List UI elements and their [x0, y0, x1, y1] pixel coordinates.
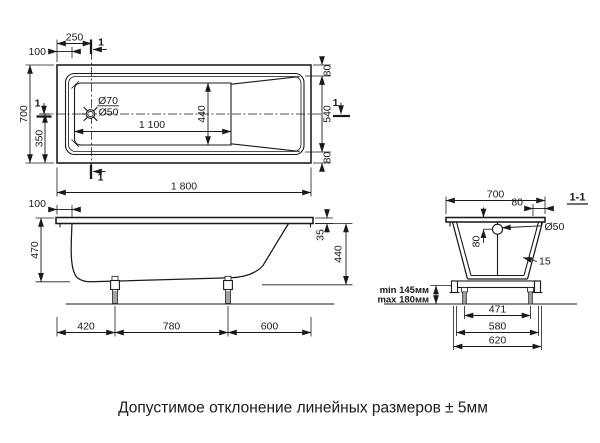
corner-chamfer-tick [71, 139, 80, 148]
dim-frame-outer-label: 620 [489, 335, 507, 347]
section-drain-circle [491, 223, 504, 235]
drain-hole-circle [87, 110, 94, 118]
dim-half-width: 350 [34, 113, 51, 164]
side-view: 100 470 35 440 [28, 198, 353, 337]
dim-overall-height-label: 470 [29, 241, 41, 259]
dim-floor-length-label: 1 100 [139, 119, 165, 131]
section-title: 1-1 [567, 192, 588, 205]
dim-overall-width-label: 700 [18, 105, 30, 123]
dim-leg1-offset-label: 420 [77, 321, 95, 333]
section-marker-label: 1 [98, 172, 104, 184]
tolerance-caption: Допустимое отклонение линейных размеров … [118, 400, 488, 417]
dim-leg2-to-end-label: 600 [261, 321, 279, 333]
support-frame [449, 280, 543, 294]
dim-half-width-label: 350 [34, 130, 46, 148]
section-view: 700 1-1 80 [377, 189, 588, 350]
leg-height-max-label: max 180мм [377, 295, 429, 306]
dim-leg-positions: 420 780 600 [56, 306, 312, 337]
section-marker-label: 1 [35, 98, 41, 110]
rim-bar [55, 216, 314, 225]
tub-leg [110, 275, 120, 304]
dim-rim-width-top-label: 100 [28, 46, 46, 58]
dim-wall-thickness: 15 [522, 256, 551, 268]
dim-right-column: 80 540 80 [305, 56, 334, 172]
dim-rim-thickness: 35 [315, 209, 333, 241]
leg-height-min-label: min 145мм [380, 285, 429, 296]
dim-inner-depth-label: 440 [333, 245, 345, 263]
dim-section-width-label: 700 [487, 189, 505, 201]
drain-hole-label: Ø50 [99, 107, 119, 119]
section-marker-right: 1 [333, 97, 350, 118]
dim-section-rim-width-label: 80 [511, 197, 523, 209]
dim-drain-offset: 250 [56, 32, 92, 62]
dim-overall-height: 470 [29, 217, 70, 283]
dim-leg-height-range: min 145мм max 180мм [377, 285, 451, 306]
corner-chamfer-tick [71, 80, 80, 89]
dim-opening-width-label: 540 [322, 105, 334, 123]
section-marker-label: 1 [333, 97, 339, 109]
dim-leg-spacing-label: 780 [163, 321, 181, 333]
section-marker-label: 1 [98, 37, 104, 49]
dim-wall-thickness-label: 15 [539, 256, 551, 268]
dim-frame-inner-label: 471 [489, 304, 507, 316]
dim-section-rim-width: 80 [511, 197, 554, 216]
dim-overall-length: 1 800 [56, 167, 312, 197]
section-marker-bottom: 1 [89, 164, 106, 184]
section-title-label: 1-1 [570, 192, 586, 204]
backrest-slope-bottom [230, 143, 300, 152]
dim-frame-mid-label: 580 [489, 321, 507, 333]
section-drain-label: Ø50 [501, 221, 565, 233]
section-marker-top: 1 [89, 37, 107, 54]
dim-overall-length-label: 1 800 [171, 181, 197, 193]
dim-rim-right-bottom-label: 80 [322, 152, 334, 164]
dim-frame-widths: 471 580 620 [453, 304, 542, 350]
dim-floor-width-label: 440 [196, 105, 208, 123]
dim-rim-width-top: 100 [28, 46, 81, 58]
dim-drain-depth: 80 [471, 207, 492, 248]
tub-profile [70, 223, 290, 283]
top-view: Ø70 Ø50 250 100 700 350 [18, 32, 350, 197]
dim-drain-depth-label: 80 [471, 236, 483, 248]
dim-rim-right-top-label: 80 [322, 65, 334, 77]
dim-rim-thickness-label: 35 [315, 229, 327, 241]
frame-leg [527, 287, 534, 305]
dim-rim-offset-side: 100 [28, 198, 81, 217]
section-marker-left: 1 [35, 98, 52, 118]
backrest-slope-top [230, 76, 300, 85]
frame-leg [461, 287, 468, 305]
dim-floor-width: 440 [196, 82, 211, 146]
section-drain-label-text: Ø50 [545, 221, 565, 233]
dim-rim-offset-side-label: 100 [28, 198, 46, 210]
dim-drain-offset-label: 250 [66, 32, 84, 44]
dim-floor-length: 1 100 [74, 119, 232, 135]
dim-section-width: 700 [445, 189, 546, 214]
dim-inner-depth: 440 [262, 223, 353, 286]
drain-symbol: Ø70 Ø50 [81, 95, 119, 122]
tub-leg [223, 275, 233, 304]
section-rim-flange [445, 216, 546, 223]
dim-overall-width: 700 [18, 64, 54, 164]
drain-flange-label: Ø70 [98, 95, 118, 107]
